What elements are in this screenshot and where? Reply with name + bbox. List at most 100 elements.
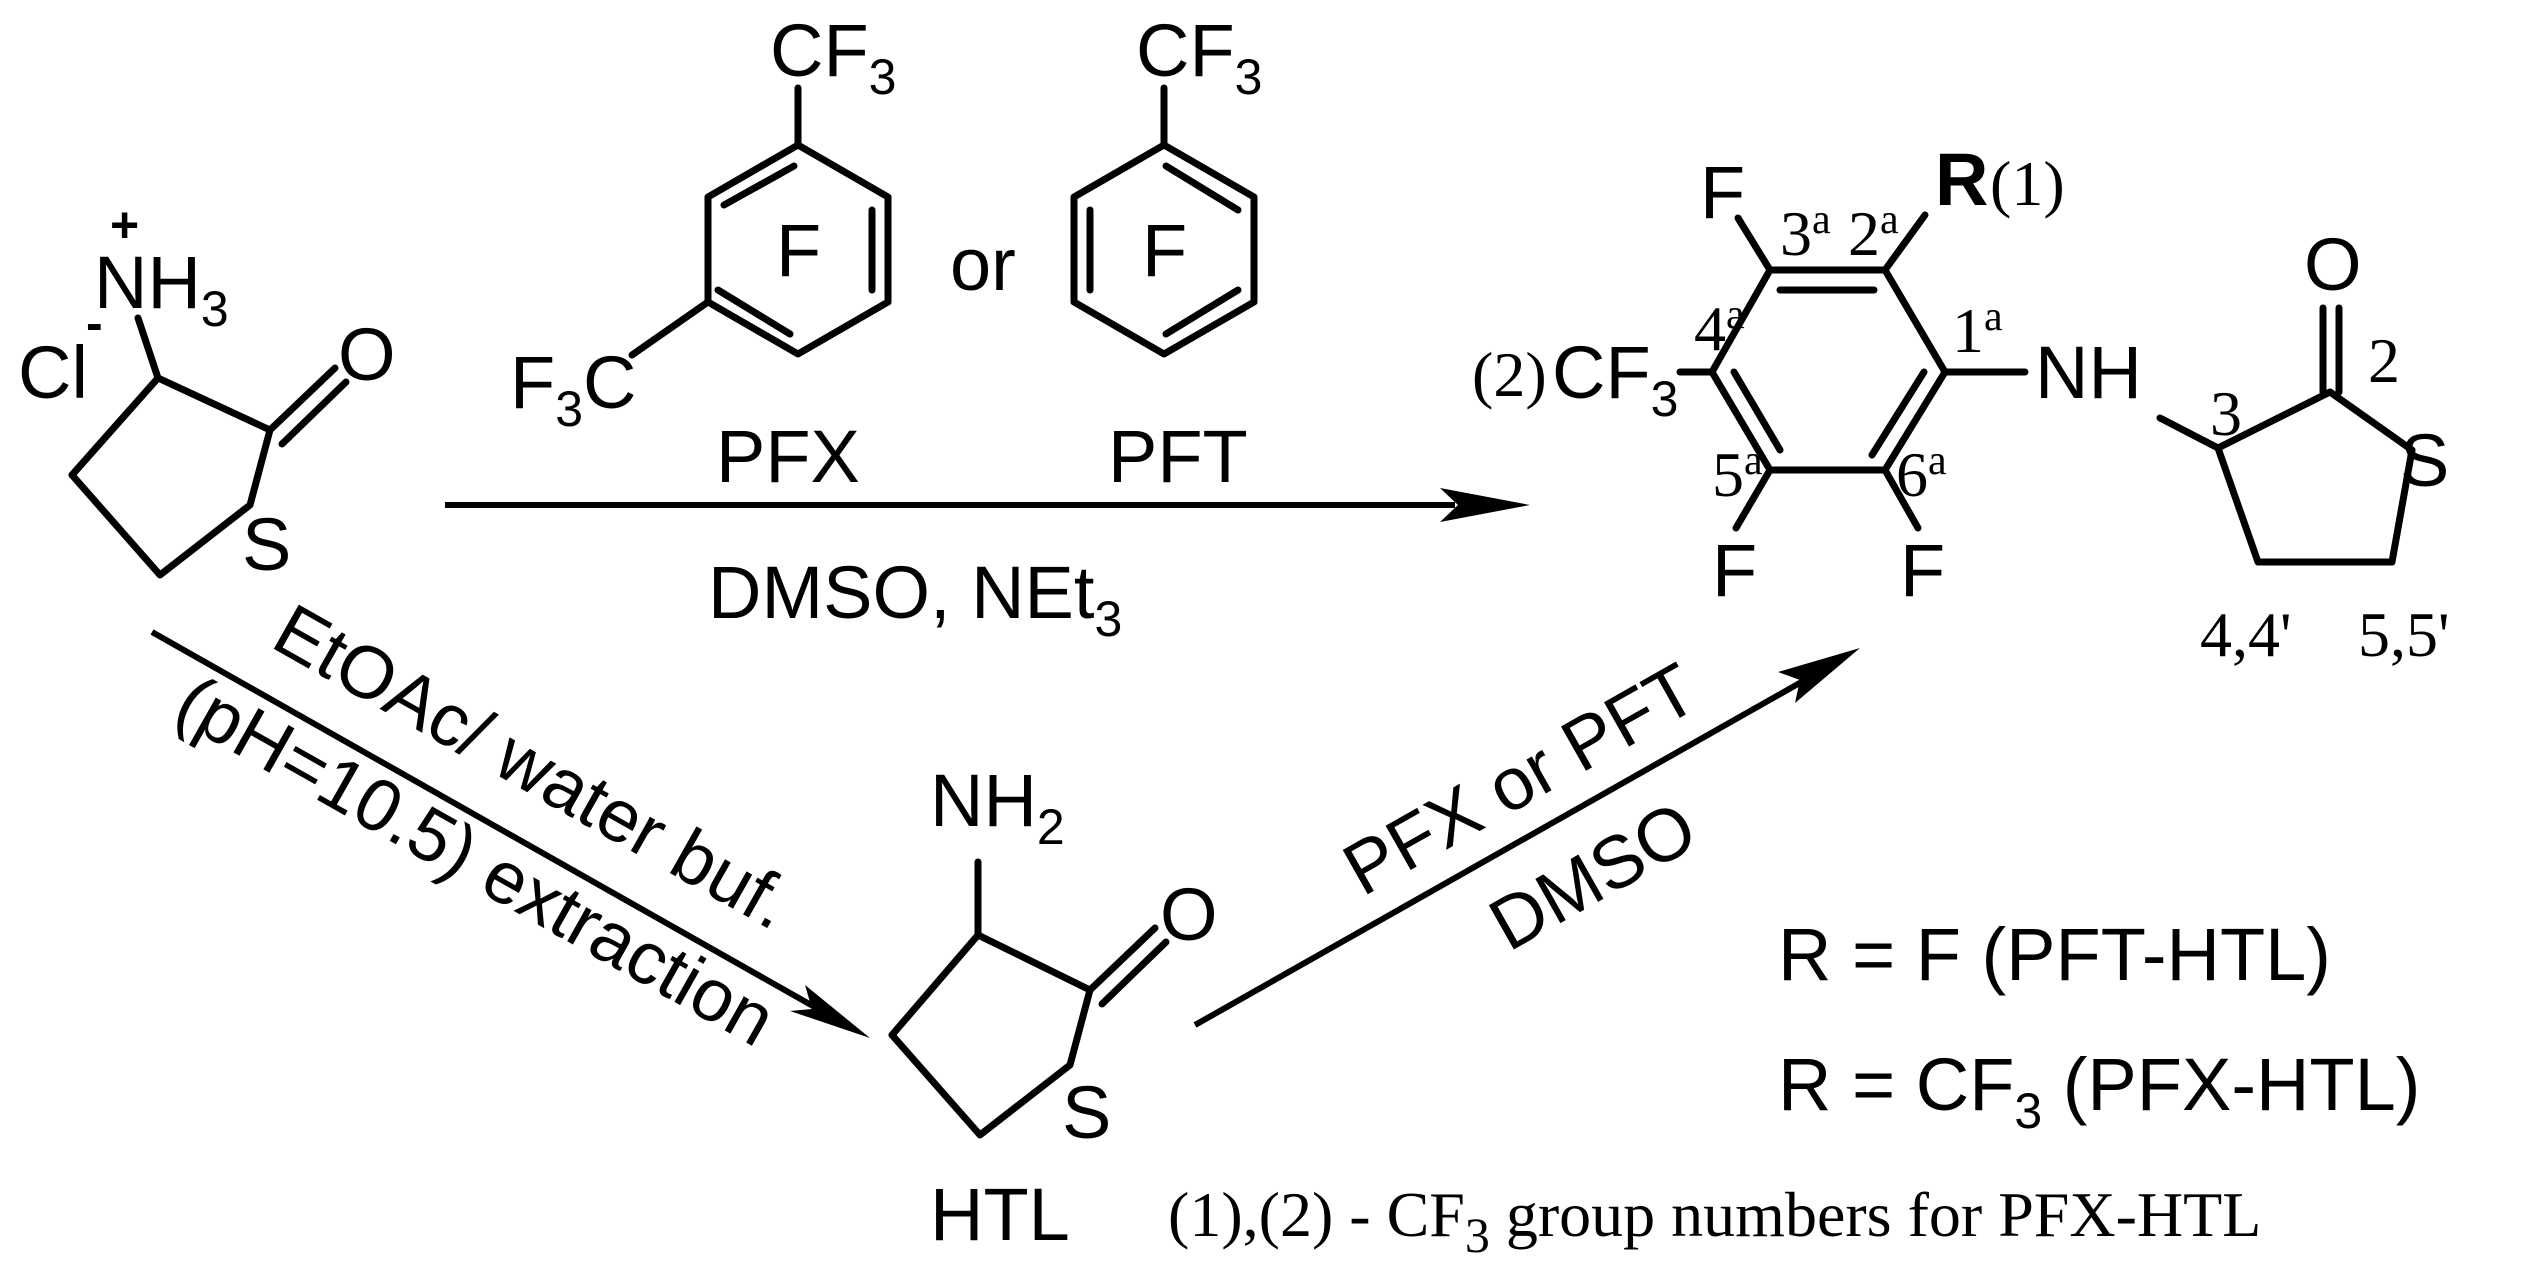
extraction-arrow <box>150 629 870 1038</box>
legend-footnote-suffix: group numbers for PFX-HTL <box>1490 1179 2261 1250</box>
second-reaction-arrow <box>1193 648 1860 1028</box>
product-thiolactone-bonds <box>2214 388 2416 566</box>
product-ring-number-1a: 1a <box>1952 294 2003 366</box>
pfx-top-cf3-sub: 3 <box>869 49 897 105</box>
htl-oxygen-label: O <box>1160 873 1218 956</box>
htl-ring-closure-bond <box>888 931 982 1039</box>
product-ring-number-2a: 2a <box>1848 197 1899 269</box>
ring-number-4a-base: 4 <box>1694 293 1726 364</box>
legend-line-2-suffix: (PFX-HTL) <box>2042 1043 2420 1126</box>
htl-sulfur-label: S <box>1062 1071 1111 1154</box>
product-r-number: (1) <box>1990 148 2065 219</box>
reagent-pfx: CF3 F3C F PFX <box>510 9 896 498</box>
reagent-pft: CF3 F PFT <box>1070 9 1263 498</box>
ring-number-1a-sup: a <box>1984 294 2003 340</box>
reactant-ring-closure-bond <box>68 374 162 479</box>
product-cf3-label: CF3 <box>1552 331 1678 427</box>
main-conditions-label: DMSO, NEt3 <box>708 551 1122 647</box>
legend-line-2-prefix: R = CF <box>1778 1043 2014 1126</box>
product-htl-number-5: 5,5' <box>2358 599 2450 670</box>
product-aryl-inner-3 <box>1730 368 1784 454</box>
product-nh-c3-bond <box>2156 414 2222 452</box>
ring-number-5a-base: 5 <box>1712 439 1744 510</box>
htl-amine-sub: 2 <box>1037 799 1065 855</box>
legend: R = F (PFT-HTL) R = CF3 (PFX-HTL) (1),(2… <box>1168 913 2420 1263</box>
pft-inner-bond-2 <box>1162 286 1242 338</box>
ring-number-3a-base: 3 <box>1780 198 1812 269</box>
pfx-inner-bond-3 <box>720 162 798 209</box>
product-sulfur-label: S <box>2400 419 2449 502</box>
reactant-ammonium-sub: 3 <box>201 281 229 337</box>
ring-number-4a-sup: a <box>1726 292 1745 338</box>
reactant-sulfur-label: S <box>242 503 291 586</box>
product-cf3-text: CF <box>1552 331 1651 414</box>
reactant-oxygen-label: O <box>338 313 396 396</box>
main-reaction-arrow <box>445 488 1530 522</box>
pfx-ring-label: F <box>776 209 821 292</box>
product-molecule: F R (1) (2) CF3 F F NH O S 3a 2a 1a 4a 5… <box>1472 138 2450 670</box>
pfx-side-cf3-suffix: C <box>583 341 636 424</box>
pfx-top-cf3-label: CF3 <box>770 9 896 105</box>
product-ring-number-5a: 5a <box>1712 438 1763 510</box>
pft-ring <box>1070 141 1258 358</box>
extraction-arrow-head <box>790 985 870 1038</box>
product-ring-number-6a: 6a <box>1896 438 1947 510</box>
ring-number-1a-base: 1 <box>1952 295 1984 366</box>
second-arrow-head <box>1778 648 1860 703</box>
legend-line-2: R = CF3 (PFX-HTL) <box>1778 1043 2420 1139</box>
ring-number-3a-sup: a <box>1812 197 1831 243</box>
product-oxygen-label: O <box>2304 223 2362 306</box>
product-r-label: R <box>1935 138 1988 221</box>
product-r-bond <box>1881 211 1929 274</box>
product-htl-number-3: 3 <box>2210 378 2242 449</box>
extraction-arrow-shaft <box>150 629 822 1013</box>
product-f-top-label: F <box>1700 151 1745 234</box>
pft-top-cf3-text: CF <box>1136 9 1235 92</box>
product-htl-number-4: 4,4' <box>2200 599 2292 670</box>
main-arrow-head <box>1440 488 1530 522</box>
legend-footnote-sub: 3 <box>1465 1207 1490 1263</box>
reactant-carbonyl-bond-a <box>266 364 339 434</box>
pft-name: PFT <box>1108 415 1248 498</box>
second-conditions: PFX or PFT DMSO <box>1329 647 1710 967</box>
product-aryl-inner-2 <box>1868 368 1928 459</box>
ring-number-6a-sup: a <box>1928 438 1947 484</box>
pfx-cf3-side-bond <box>628 298 712 359</box>
legend-footnote: (1),(2) - CF3 group numbers for PFX-HTL <box>1168 1179 2261 1263</box>
legend-footnote-prefix: (1),(2) - CF <box>1168 1179 1465 1250</box>
second-arrow-shaft <box>1193 677 1807 1028</box>
pfx-side-cf3-sub: 3 <box>555 381 583 437</box>
pft-inner-bond-3 <box>1162 162 1242 214</box>
reactant-charge-minus: - <box>86 295 103 351</box>
pfx-ring <box>704 141 892 358</box>
pfx-name: PFX <box>716 415 860 498</box>
ring-number-2a-sup: a <box>1880 197 1899 243</box>
product-cf3-number: (2) <box>1472 339 1547 410</box>
product-f-top-bond <box>1734 214 1774 274</box>
product-cf3-sub: 3 <box>1651 371 1679 427</box>
product-f-bottom-right-bond <box>1881 466 1922 532</box>
product-f-bottom-right-label: F <box>1900 529 1945 612</box>
ring-number-5a-sup: a <box>1744 438 1763 484</box>
reactant-ammonium-label: NH3 <box>94 241 229 337</box>
ring-number-6a-base: 6 <box>1896 439 1928 510</box>
pfx-inner-bond-2 <box>714 286 794 338</box>
intermediate-htl: NH2 O S HTL <box>888 759 1218 1256</box>
pfx-side-cf3-label: F3C <box>510 341 636 437</box>
main-conditions-text: DMSO, NEt <box>708 551 1095 634</box>
reactant-carbonyl-bond-b <box>278 378 350 448</box>
product-f-bottom-left-bond <box>1732 466 1774 532</box>
extraction-conditions: EtOAc/ water buf. (pH=10.5) extraction <box>163 588 806 1063</box>
product-f-bottom-left-label: F <box>1712 529 1757 612</box>
pfx-side-cf3-prefix: F <box>510 341 555 424</box>
htl-name: HTL <box>930 1173 1070 1256</box>
pft-top-cf3-sub: 3 <box>1235 49 1263 105</box>
reagent-or-connector: or <box>950 223 1016 306</box>
pft-ring-label: F <box>1142 209 1187 292</box>
reactant-charge-plus: + <box>110 197 139 253</box>
reactant-chloride-label: Cl <box>18 331 88 414</box>
ring-number-2a-base: 2 <box>1848 198 1880 269</box>
htl-amine-label: NH2 <box>930 759 1065 855</box>
htl-carbonyl-bond-a <box>1086 924 1159 994</box>
